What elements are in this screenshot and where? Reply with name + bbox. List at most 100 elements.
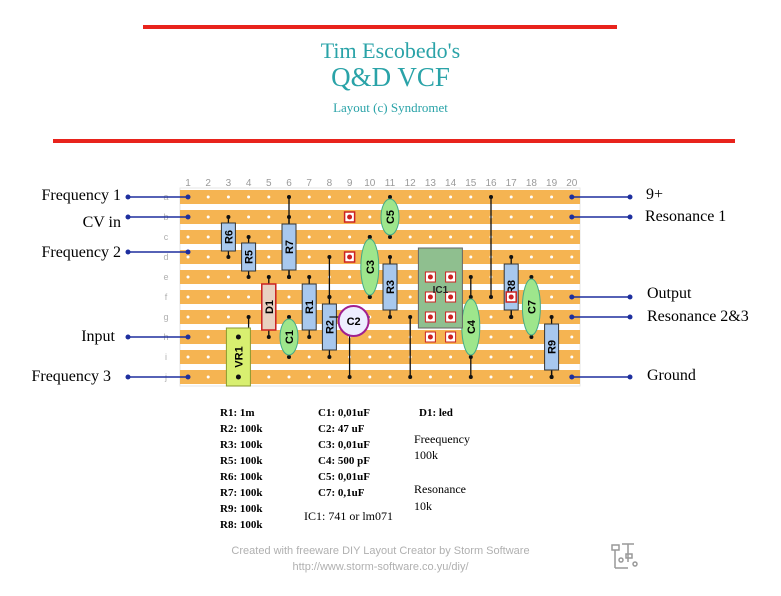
column-number: 2 xyxy=(205,178,211,189)
diy-logo-icon xyxy=(611,543,638,569)
column-number: 17 xyxy=(506,178,518,189)
resistor-r3-pin xyxy=(388,255,392,259)
board-hole xyxy=(267,355,271,359)
wire-frequency-2-pad xyxy=(185,249,191,255)
copper-strip xyxy=(180,190,580,204)
jumper-end xyxy=(246,315,251,319)
footer-credit: Created with freeware DIY Layout Creator… xyxy=(231,545,530,557)
capacitor-c1-label: C1 xyxy=(284,330,296,344)
resistor-r5-pin xyxy=(246,275,251,279)
jumper-end xyxy=(408,375,413,379)
board-hole xyxy=(550,255,554,259)
resistor-r1-label: R1 xyxy=(304,300,316,314)
board-hole xyxy=(509,195,513,199)
copper-strip xyxy=(180,350,580,364)
board-hole xyxy=(529,255,533,259)
board-hole xyxy=(509,355,513,359)
board-hole xyxy=(408,255,412,259)
board-hole xyxy=(529,235,533,239)
board-hole xyxy=(206,215,210,219)
board-hole xyxy=(186,355,190,359)
board-hole xyxy=(307,215,311,219)
capacitor-c2-label: C2 xyxy=(347,316,361,328)
board-hole xyxy=(307,235,311,239)
ic1-pin-pad xyxy=(448,334,454,340)
resistor-r1 xyxy=(301,283,317,331)
pot-resonance-value: 10k xyxy=(414,499,432,513)
board-hole xyxy=(206,375,210,379)
resistor-r2-pin xyxy=(327,295,332,299)
wire-output-end xyxy=(627,294,633,300)
board-hole xyxy=(206,295,210,299)
capacitor-c5-pin xyxy=(388,195,392,199)
resistor-r2-pin xyxy=(327,355,332,359)
wire-input-end xyxy=(125,334,131,340)
board-hole xyxy=(206,355,210,359)
capacitor-c2 xyxy=(337,305,370,337)
pot-frequency-name: Freequency xyxy=(414,432,470,446)
board-hole xyxy=(267,375,271,379)
board-hole xyxy=(226,275,230,279)
resistor-r6-label: R6 xyxy=(223,230,235,244)
part-r7: R7: 100k xyxy=(220,487,263,499)
board-hole xyxy=(550,295,554,299)
resistor-r1-pin xyxy=(307,335,312,339)
row-letter: f xyxy=(165,292,168,302)
board-hole xyxy=(226,315,230,319)
part-c3: C3: 0,01uF xyxy=(318,439,370,451)
board-hole xyxy=(368,355,372,359)
jumper-end xyxy=(489,295,493,299)
board-hole xyxy=(449,375,453,379)
board-hole xyxy=(469,195,473,199)
board-hole xyxy=(186,315,190,319)
label-frequency-2: Frequency 2 xyxy=(41,244,121,261)
board-hole xyxy=(226,195,230,199)
capacitor-c3 xyxy=(360,238,380,296)
row-letters: abcdefghij xyxy=(163,192,168,382)
board-hole xyxy=(449,355,453,359)
board-hole xyxy=(570,335,574,339)
label-resonance-2-3: Resonance 2&3 xyxy=(647,308,749,325)
board-hole xyxy=(550,275,554,279)
board-hole xyxy=(368,335,372,339)
capacitor-c3-pin xyxy=(367,235,372,239)
diode-d1-pin xyxy=(266,275,271,279)
resistor-r2-label: R2 xyxy=(324,320,336,334)
board-hole xyxy=(287,295,291,299)
wire-ground-pad xyxy=(569,374,575,380)
jumper-end xyxy=(468,275,473,279)
copper-strip xyxy=(180,290,580,304)
ic1-pin-pad xyxy=(427,334,433,340)
copper-strip xyxy=(180,270,580,284)
label-resonance-1: Resonance 1 xyxy=(645,208,727,225)
board-hole xyxy=(368,215,372,219)
label-frequency-3: Frequency 3 xyxy=(31,368,111,385)
wire-frequency-1-end xyxy=(125,194,131,200)
capacitor-c5 xyxy=(380,198,400,236)
board-hole xyxy=(186,275,190,279)
board-hole xyxy=(550,195,554,199)
board-hole xyxy=(368,195,372,199)
part-c4: C4: 500 pF xyxy=(318,455,370,467)
capacitor-c3-label: C3 xyxy=(365,260,377,274)
board-hole xyxy=(226,295,230,299)
column-number: 4 xyxy=(246,178,252,189)
part-c1: C1: 0,01uF xyxy=(318,407,370,419)
part-d1: D1: led xyxy=(419,407,453,419)
part-r1: R1: 1m xyxy=(220,407,255,419)
board-hole xyxy=(327,215,331,219)
wire-input-pad xyxy=(185,334,191,340)
footer-url: http://www.storm-software.co.yu/diy/ xyxy=(292,561,469,573)
board-hole xyxy=(267,215,271,219)
board-hole xyxy=(408,235,412,239)
capacitor-c1 xyxy=(279,318,299,356)
board-hole xyxy=(206,335,210,339)
column-number: 9 xyxy=(347,178,353,189)
copper-strip xyxy=(180,210,580,224)
board-hole xyxy=(449,235,453,239)
wire-ground-end xyxy=(627,374,633,380)
copper-strip xyxy=(180,230,580,244)
wire-output-pad xyxy=(569,294,575,300)
resistor-r8-pin xyxy=(509,255,514,259)
